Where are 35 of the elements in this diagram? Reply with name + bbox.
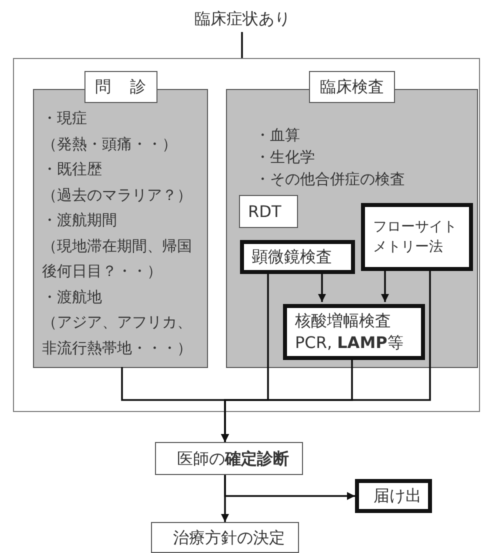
arrow — [224, 475, 355, 500]
process-box — [240, 240, 355, 274]
note-text: （現地滞在期間、帰国後何日目？・・） — [42, 236, 193, 282]
box-label: フローサイトメトリー法 — [373, 218, 458, 257]
note-text: （過去のマラリア？） — [42, 184, 193, 206]
arrow — [318, 272, 326, 302]
process-box — [239, 195, 298, 228]
process-box — [361, 203, 473, 271]
panel-heading: 問 診 — [84, 71, 158, 103]
note-text: （発熱・頭痛・・） — [42, 134, 178, 154]
panel-heading: 臨床検査 — [309, 71, 395, 103]
arrow — [220, 269, 431, 442]
box-label: PCR, LAMP等 — [295, 332, 404, 354]
box-label: 顕微鏡検査 — [252, 246, 332, 268]
process-box — [283, 304, 425, 360]
outer-frame — [13, 58, 480, 412]
process-box — [155, 442, 303, 475]
box-label: RDT — [248, 200, 282, 222]
note-text: （アジア、アフリカ、非流行熱帯地・・・） — [42, 312, 193, 358]
bullet-item: ・既往歴 — [42, 159, 103, 180]
process-box — [151, 522, 299, 553]
bullet-item: ・現症 — [42, 108, 88, 129]
box-label: 医師の確定診断 — [177, 448, 289, 470]
bullet-item: ・その他合併症の検査 — [255, 169, 406, 190]
connector-line — [241, 32, 243, 58]
box-label: 届け出 — [374, 485, 422, 507]
bullet-item: ・生化学 — [255, 147, 316, 168]
heading-text: 臨床症状あり — [194, 8, 290, 30]
arrow — [380, 269, 390, 302]
process-box — [355, 479, 432, 513]
box-label: 核酸増幅検査 — [295, 310, 391, 332]
bullet-item: ・渡航地 — [42, 286, 103, 308]
bullet-item: ・渡航期間 — [42, 210, 118, 231]
bullet-item: ・血算 — [255, 125, 301, 146]
box-label: 治療方針の決定 — [173, 526, 285, 548]
